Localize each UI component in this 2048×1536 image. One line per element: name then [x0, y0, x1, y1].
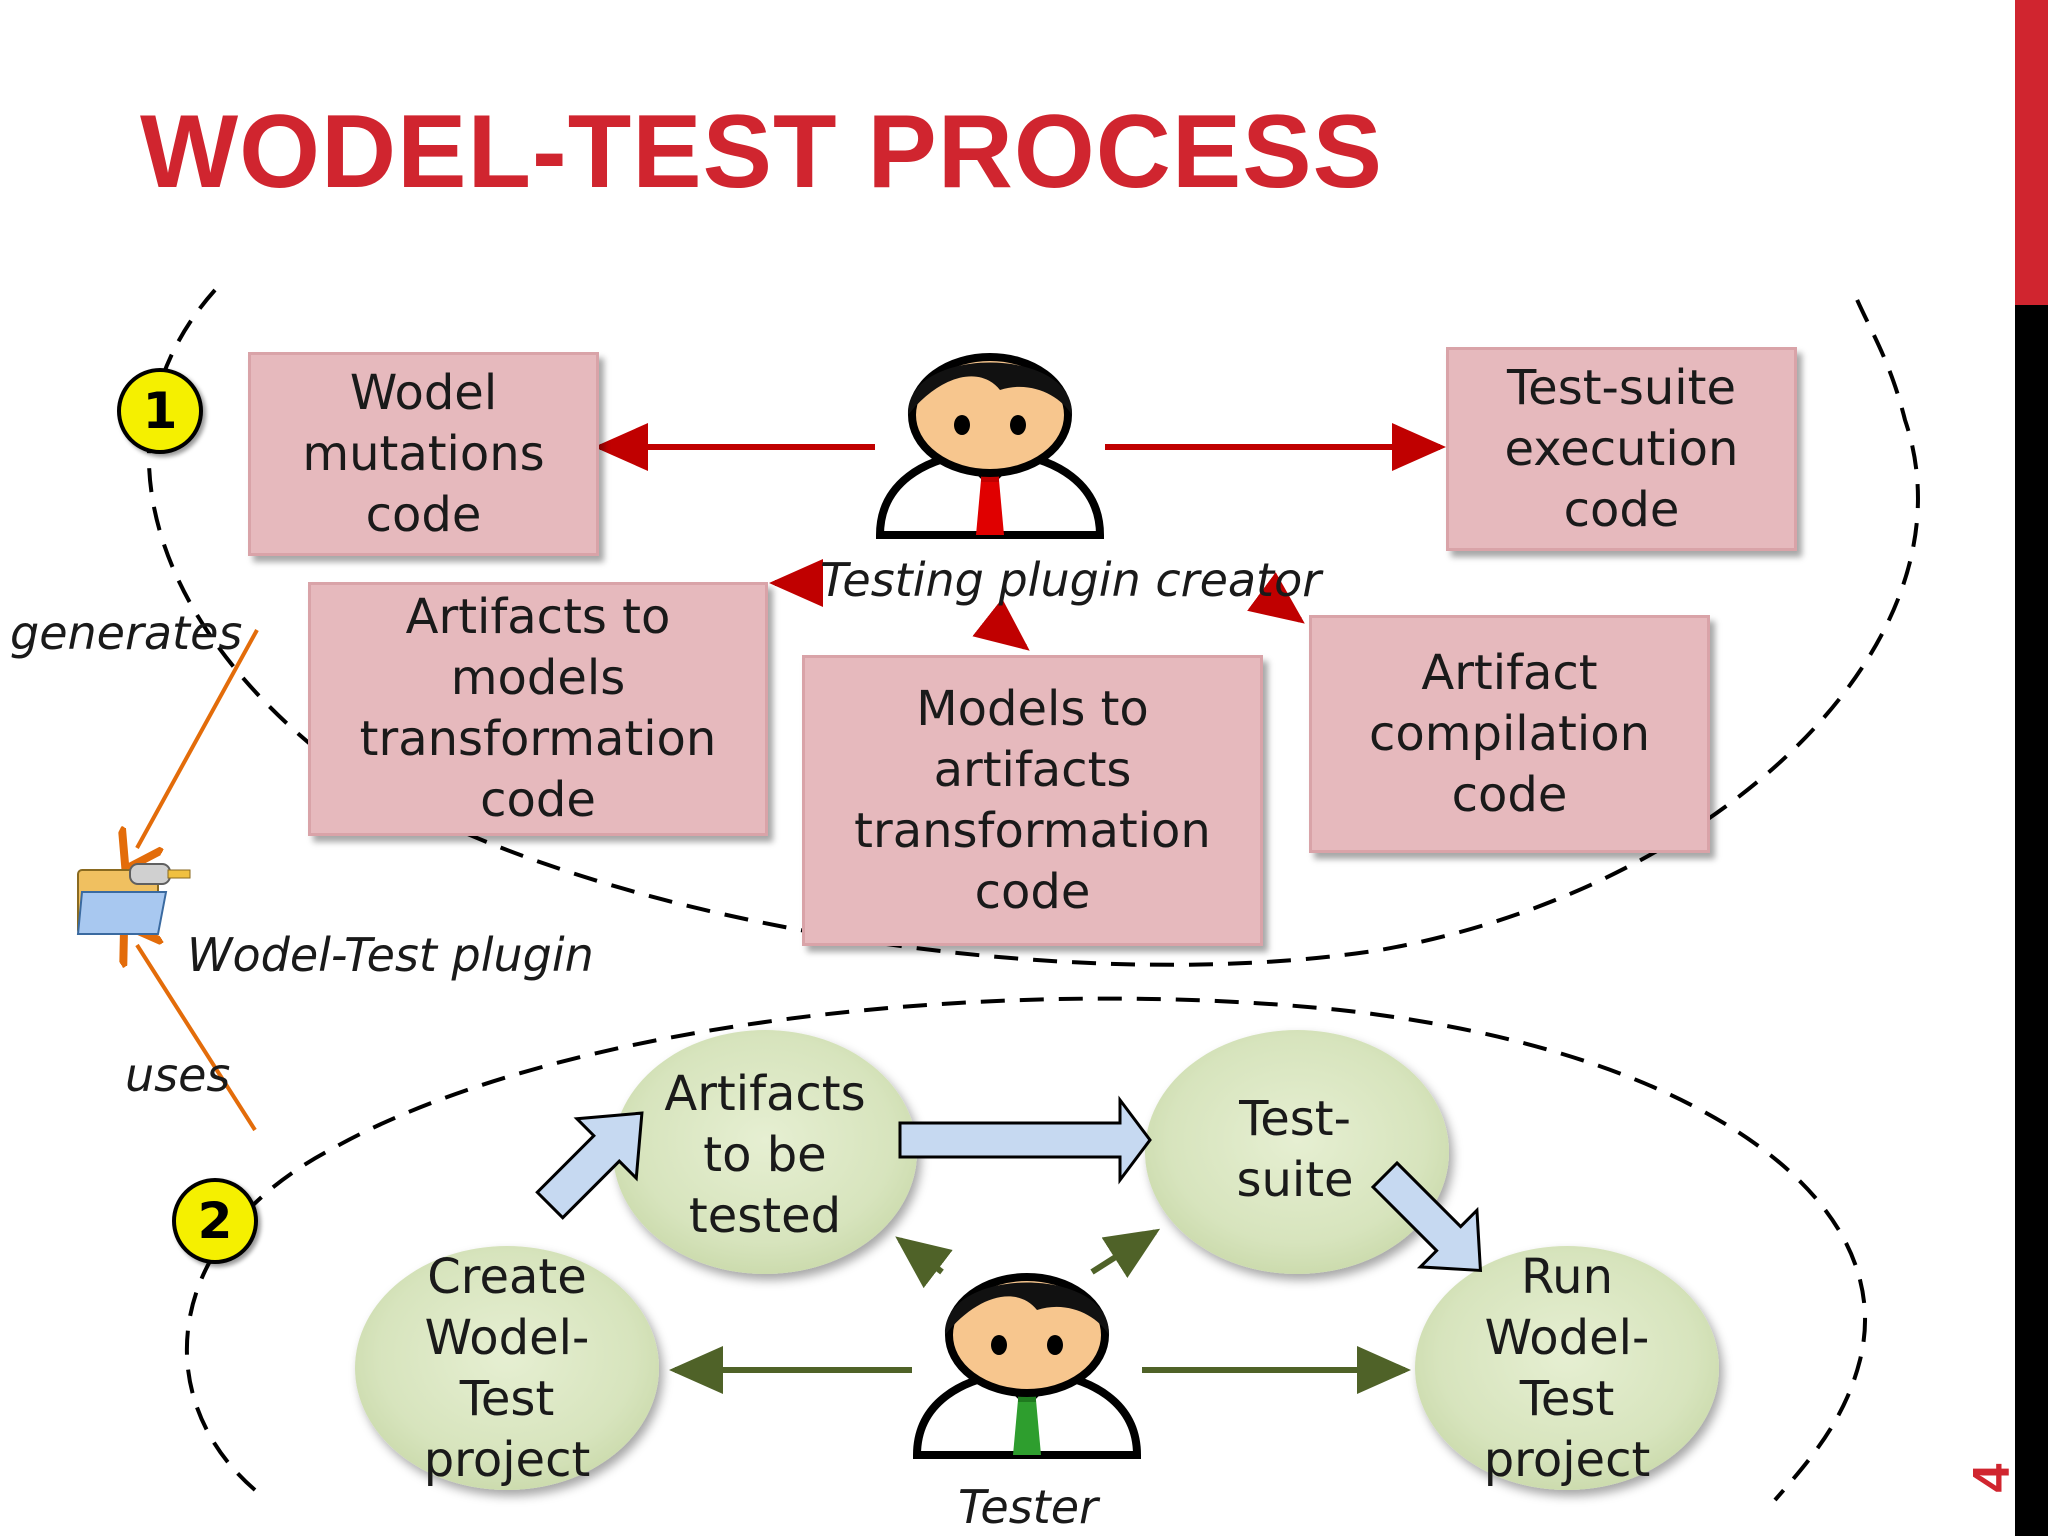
uses-arrow	[137, 945, 257, 1132]
step-artifacts-label: Artifacts to be tested	[664, 1065, 866, 1244]
step-test-suite-label: Test- suite	[1236, 1091, 1354, 1208]
arrow-to-models-artifacts	[972, 598, 1030, 651]
step-circle-artifacts	[613, 1030, 917, 1274]
block-arrow-artifacts-to-suite	[898, 1095, 1152, 1185]
box-artifacts-to-models: Artifacts to models transformation code	[308, 582, 768, 836]
box-models-to-artifacts: Models to artifacts transformation code	[802, 655, 1263, 946]
plugin-folder-icon	[76, 863, 191, 935]
box-execution-code: Test-suite execution code	[1446, 347, 1797, 551]
step-circle-run	[1415, 1246, 1719, 1490]
box-mutations-code: Wodel mutations code	[248, 352, 599, 556]
generates-arrow	[137, 629, 259, 848]
actor-label-tester: Tester	[958, 1480, 1098, 1534]
generates-label: generates	[10, 606, 243, 660]
arrow-to-artifacts	[895, 1236, 953, 1289]
step-run-label: Run Wodel- Test project	[1483, 1249, 1651, 1488]
arrow-to-test-suite	[1090, 1228, 1161, 1278]
phase2-badge: 2	[172, 1178, 258, 1264]
plugin-label: Wodel-Test plugin	[187, 928, 594, 982]
person-icon	[912, 1273, 1142, 1459]
box-compilation-code: Artifact compilation code	[1309, 615, 1710, 853]
block-arrow-suite-to-run	[1370, 1160, 1483, 1273]
step-create-label: Create Wodel- Test project	[423, 1249, 591, 1488]
step-circle-test-suite	[1145, 1030, 1449, 1274]
block-arrow-create-to-artifacts	[535, 1111, 644, 1220]
arrow-to-compilation	[1247, 572, 1305, 624]
phase1-badge: 1	[117, 368, 203, 454]
accent-bar-black	[2015, 305, 2048, 1536]
uses-label: uses	[125, 1048, 231, 1102]
accent-bar-red	[2015, 0, 2048, 305]
actor-label-creator: Testing plugin creator	[820, 553, 1322, 607]
person-icon	[875, 353, 1105, 539]
phase1-region	[146, 288, 1920, 967]
step-circle-create	[355, 1246, 659, 1490]
slide-title: WODEL-TEST PROCESS	[140, 94, 1383, 210]
